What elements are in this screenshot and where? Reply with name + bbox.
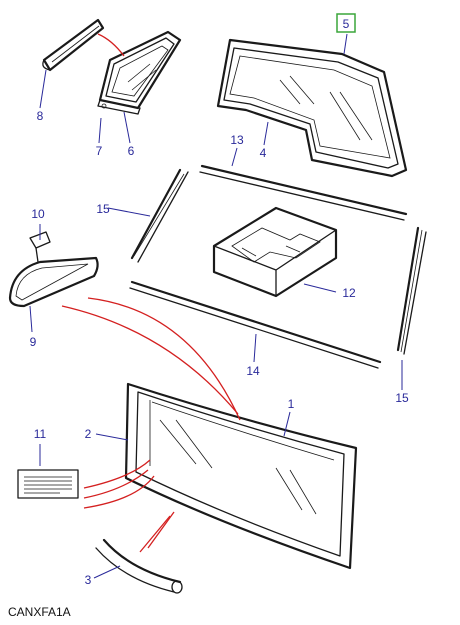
callout-9[interactable]: 9	[30, 335, 37, 349]
callout-2[interactable]: 2	[85, 427, 92, 441]
highlight-box-5	[336, 13, 356, 33]
callout-15-left[interactable]: 15	[96, 202, 110, 216]
part-15-pillar-strip-right[interactable]	[396, 226, 427, 355]
part-2-windscreen-seal[interactable]	[124, 382, 358, 570]
part-5-side-window-seal[interactable]	[216, 38, 408, 178]
part-3-seal-strip[interactable]	[95, 538, 183, 594]
part-1-windscreen-glass[interactable]	[135, 391, 345, 557]
callout-10[interactable]: 10	[31, 207, 45, 221]
callout-7[interactable]: 7	[96, 144, 103, 158]
assembly-lines	[61, 33, 241, 553]
callout-15-right[interactable]: 15	[395, 391, 409, 405]
callout-14[interactable]: 14	[246, 364, 260, 378]
callout-3[interactable]: 3	[85, 573, 92, 587]
part-4-side-window-glass[interactable]	[223, 47, 399, 169]
part-12-kit-box[interactable]	[212, 206, 338, 298]
part-8-strip[interactable]	[42, 18, 105, 72]
diagram-code: CANXFA1A	[8, 605, 71, 619]
leader-lines	[29, 33, 403, 579]
part-7-seal[interactable]	[97, 99, 141, 115]
part-15-pillar-strip-left[interactable]	[130, 168, 189, 263]
callout-11[interactable]: 11	[34, 427, 47, 441]
part-13-strip[interactable]	[199, 164, 408, 221]
callout-12[interactable]: 12	[342, 286, 356, 300]
part-10-mirror-mount[interactable]	[29, 231, 51, 263]
part-14-strip[interactable]	[129, 280, 382, 369]
part-6-small-window[interactable]	[98, 30, 182, 110]
callout-6[interactable]: 6	[128, 144, 135, 158]
callout-5[interactable]: 5	[343, 17, 350, 31]
callout-1[interactable]: 1	[288, 397, 295, 411]
callout-13[interactable]: 13	[230, 133, 244, 147]
callout-4[interactable]: 4	[260, 146, 267, 160]
part-9-mirror[interactable]	[8, 256, 99, 308]
callout-8[interactable]: 8	[37, 109, 44, 123]
part-11-label[interactable]	[17, 469, 79, 499]
